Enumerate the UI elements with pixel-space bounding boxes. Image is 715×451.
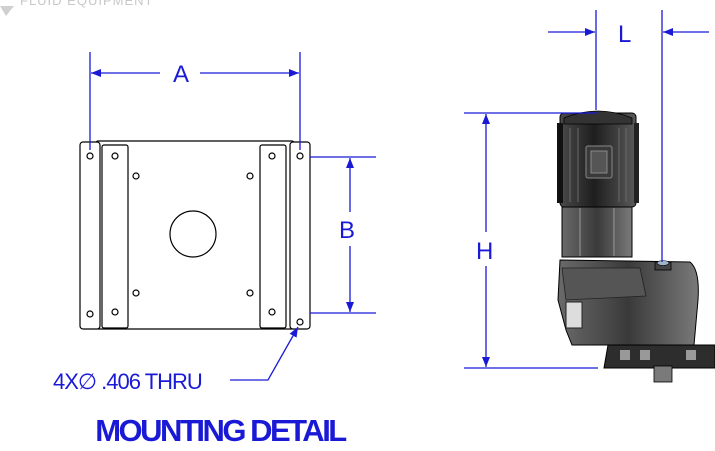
left-inner-rail — [101, 144, 129, 329]
left-outer-flange — [79, 141, 101, 330]
right-outer-flange — [289, 141, 311, 330]
dimension-h-label: H — [476, 238, 493, 265]
dimension-b-label: B — [339, 217, 355, 244]
hole-callout-text: 4X∅ .406 THRU — [53, 369, 202, 394]
dimension-l-label: L — [618, 21, 631, 48]
mount-hole — [296, 318, 304, 326]
output-shaft — [653, 365, 673, 383]
mount-hole — [296, 152, 304, 160]
right-inner-rail — [259, 144, 287, 329]
hole-callout-leader — [230, 326, 299, 381]
motor-adapter — [561, 206, 633, 258]
rail-hole — [268, 152, 276, 160]
plate-hole — [132, 289, 140, 297]
dimension-b — [310, 156, 376, 314]
dimension-h — [464, 112, 598, 369]
plate-hole — [246, 172, 254, 180]
center-bore — [169, 210, 217, 258]
mount-hole — [86, 310, 94, 318]
mounting-detail-title: MOUNTING DETAIL — [95, 413, 347, 448]
plate-hole — [132, 172, 140, 180]
rail-hole — [268, 308, 276, 316]
dimension-a — [89, 52, 301, 150]
rail-hole — [111, 308, 119, 316]
watermark-logo: FLUID EQUIPMENT — [0, 0, 153, 16]
mount-hole — [86, 152, 94, 160]
dimension-l — [548, 10, 709, 262]
dimension-a-label: A — [173, 61, 189, 88]
rail-hole — [111, 152, 119, 160]
watermark-text: FLUID EQUIPMENT — [20, 0, 153, 8]
mounting-plate — [79, 140, 311, 330]
gearmotor-assembly — [557, 110, 715, 383]
plate-hole — [246, 289, 254, 297]
